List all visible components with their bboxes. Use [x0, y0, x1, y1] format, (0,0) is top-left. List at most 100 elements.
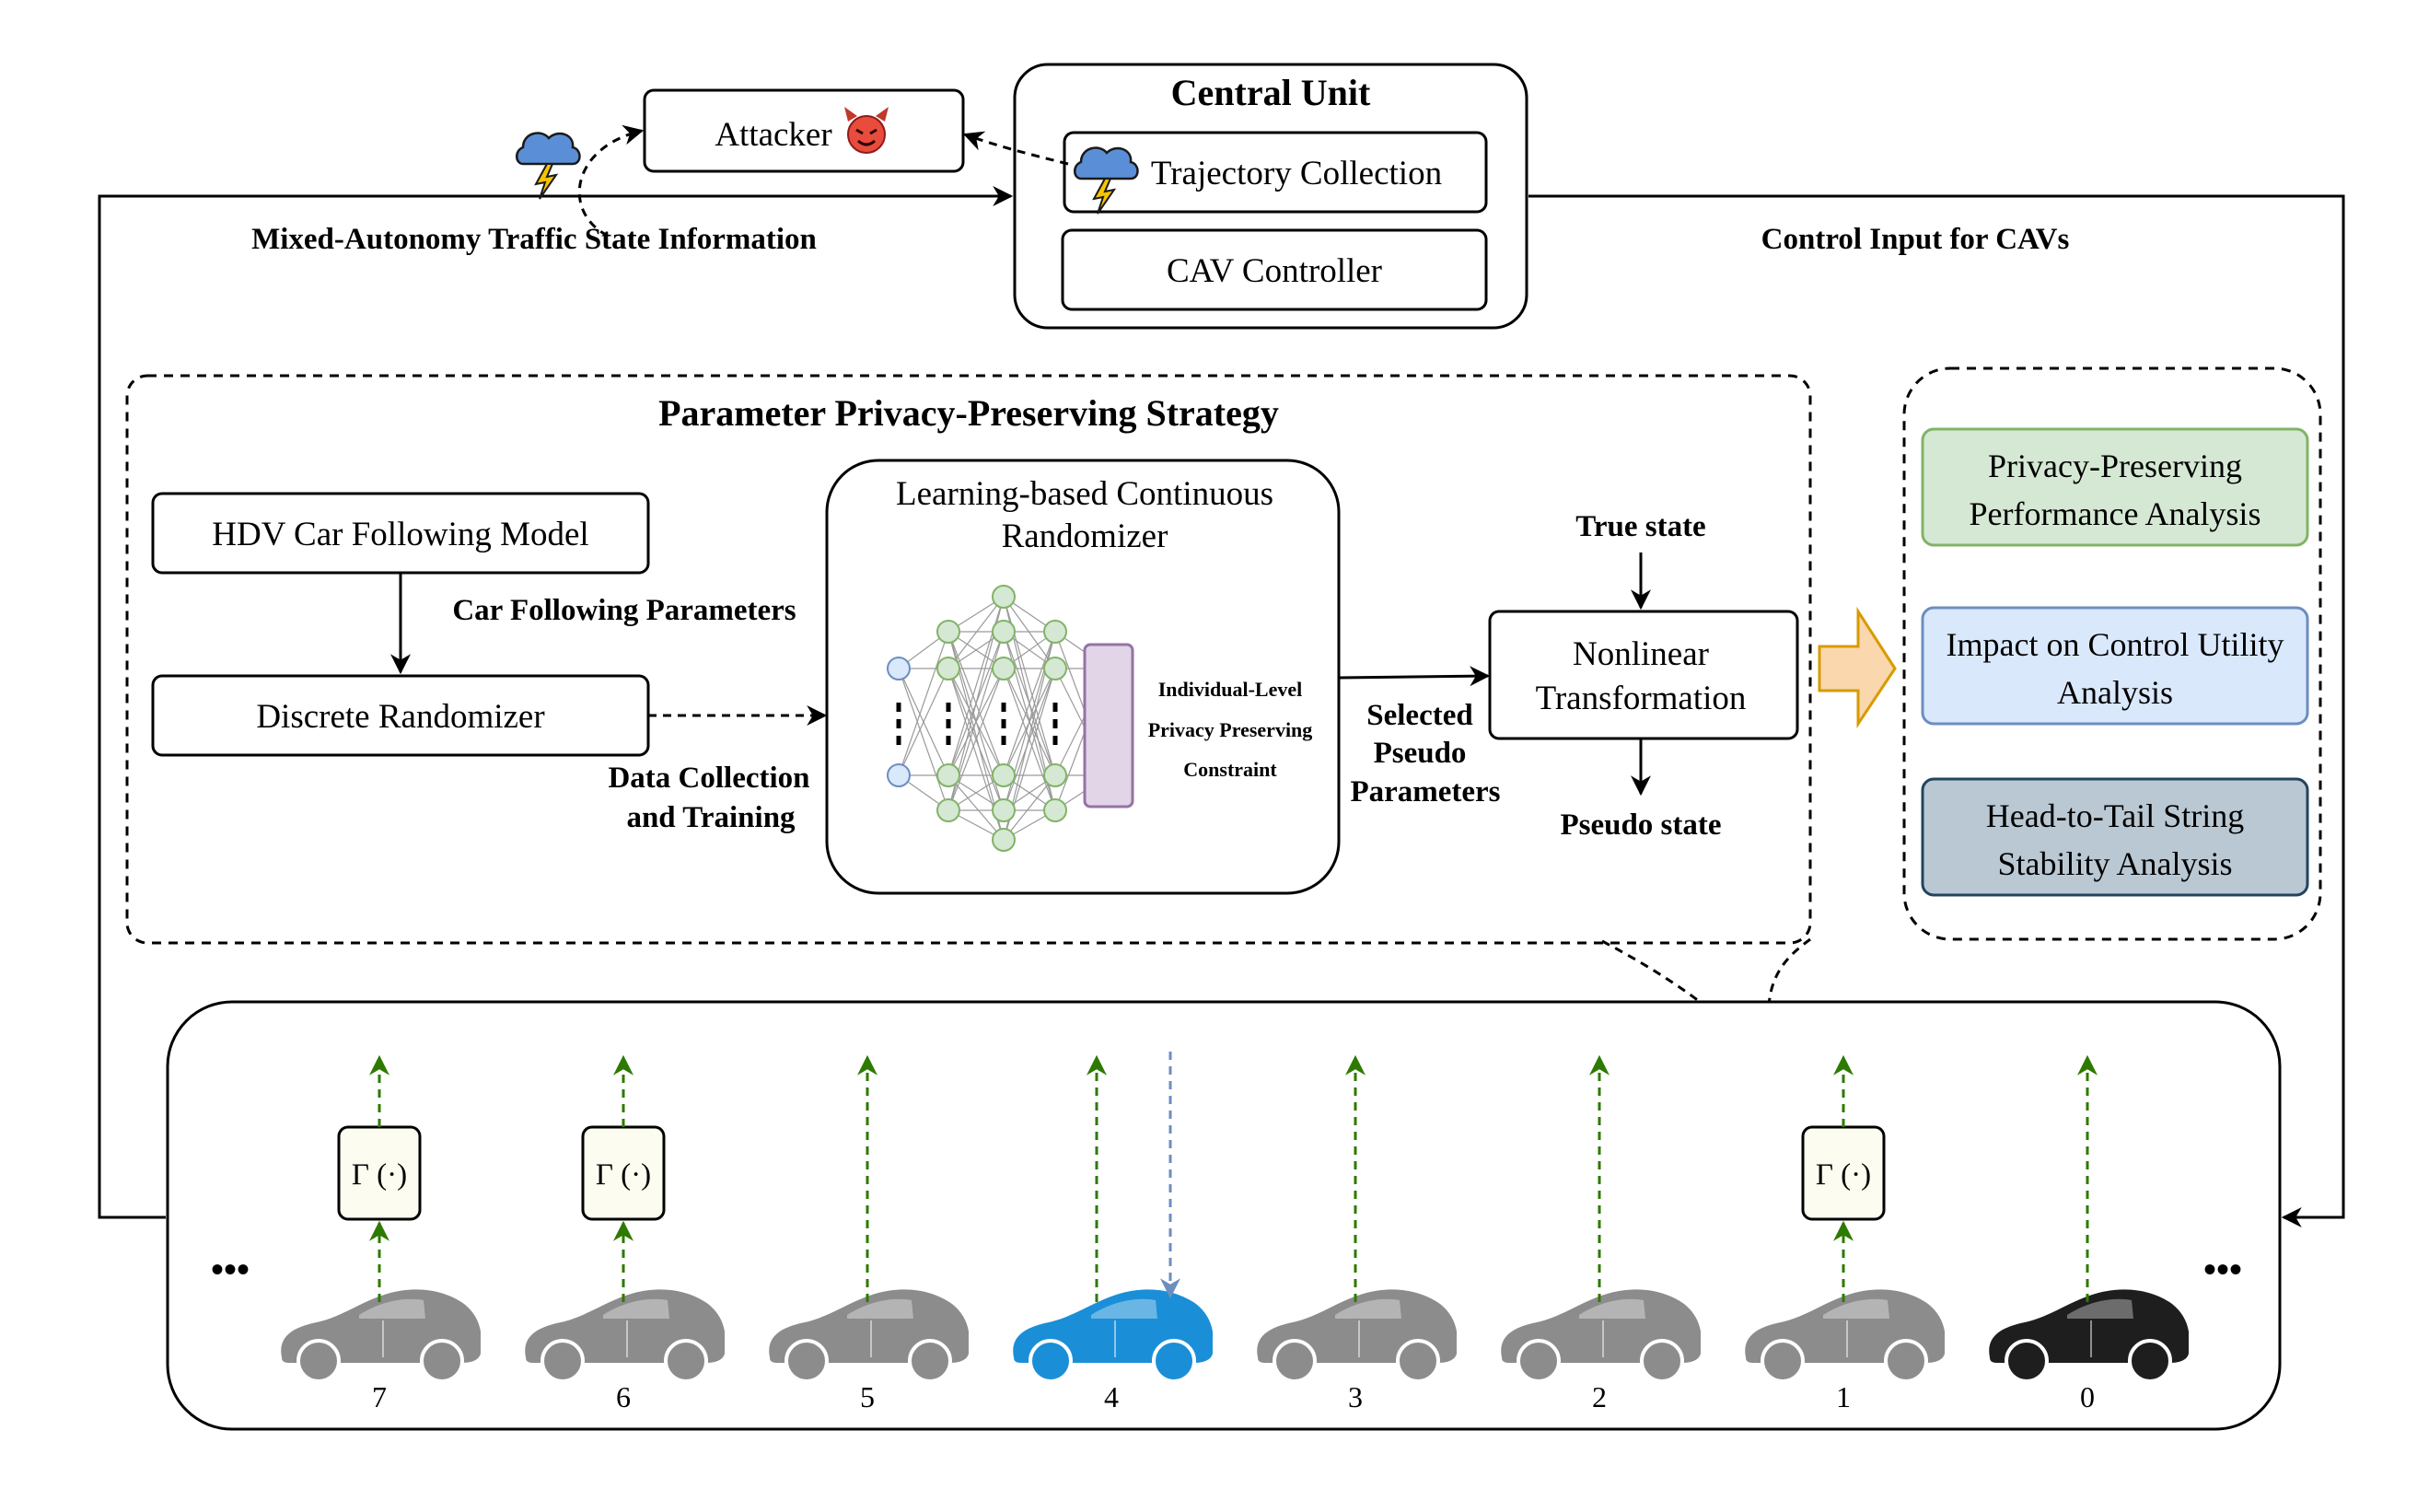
storm-cloud-icon [1074, 146, 1139, 215]
nn-ellipsis-dot [1001, 719, 1006, 728]
pseudo-state-label: Pseudo state [1560, 808, 1721, 842]
analysis-item-label: Stability Analysis [1997, 845, 2232, 882]
vehicle-id-label: 7 [372, 1380, 387, 1413]
ellipsis-left: ••• [211, 1249, 250, 1290]
strategy-title: Parameter Privacy-Preserving Strategy [658, 392, 1279, 434]
nn-ellipsis-dot [1001, 703, 1006, 712]
vehicle-6: 6 Γ (·) [525, 1054, 725, 1413]
trajectory-collection-box [1063, 131, 1488, 214]
nn-edge [947, 668, 1005, 811]
nn-node [992, 585, 1016, 609]
car-icon [1745, 1289, 1945, 1383]
nn-ellipsis-dot [1001, 736, 1006, 745]
vehicle-id-label: 2 [1592, 1380, 1607, 1413]
nn-edge [898, 631, 949, 776]
continuous-randomizer-label-1: Learning-based Continuous [896, 475, 1273, 513]
vehicle-2: 2 [1501, 1054, 1701, 1413]
storm-cloud-icon [516, 132, 581, 200]
nn-node [1043, 657, 1067, 680]
constraint-label-3: Constraint [1183, 758, 1277, 781]
car-icon [769, 1289, 969, 1383]
constraint-label-1: Individual-Level [1158, 678, 1302, 701]
gamma-label: Γ (·) [1816, 1158, 1871, 1192]
analysis-item-label: Impact on Control Utility [1947, 626, 2284, 663]
data-collection-label-2: and Training [626, 801, 796, 834]
nn-ellipsis-dot [1052, 719, 1058, 728]
privacy-constraint-box [1083, 643, 1134, 808]
nn-node [887, 763, 911, 787]
analysis-item-label: Head-to-Tail String [1986, 797, 2244, 834]
vehicle-4: 4 [1013, 1052, 1213, 1413]
hdv-model-label: HDV Car Following Model [212, 516, 588, 553]
nn-node [936, 798, 960, 822]
car-icon [1257, 1289, 1457, 1383]
nn-ellipsis-dot [1052, 736, 1058, 745]
vehicle-7: 7 Γ (·) [281, 1054, 481, 1413]
nn-node [992, 763, 1016, 787]
data-collection-label-1: Data Collection [608, 762, 809, 795]
continuous-randomizer-label-2: Randomizer [1002, 518, 1168, 555]
analysis-box [1902, 366, 2322, 941]
ellipsis-right: ••• [2203, 1249, 2242, 1290]
nn-edge [1003, 631, 1056, 776]
cav-controller-box [1061, 228, 1488, 311]
nn-edge [947, 596, 1005, 669]
state-info-line [98, 186, 1014, 1219]
car-following-params-label: Car Following Parameters [452, 594, 796, 627]
nonlinear-label-2: Transformation [1536, 680, 1747, 717]
car-icon [525, 1289, 725, 1383]
central-unit-title: Central Unit [1171, 72, 1371, 113]
nn-ellipsis-dot [896, 703, 901, 712]
analysis-item-box [1921, 606, 2309, 726]
control-input-line [1528, 194, 2345, 1227]
mixed-autonomy-label: Mixed-Autonomy Traffic State Information [251, 223, 817, 256]
analysis-item-label: Analysis [2057, 674, 2173, 711]
attacker-label: Attacker [715, 116, 831, 154]
nonlinear-transformation-box [1488, 610, 1799, 740]
gamma-label: Γ (·) [596, 1158, 651, 1192]
vehicle-id-label: 6 [616, 1380, 631, 1413]
vehicle-id-label: 1 [1836, 1380, 1851, 1413]
car-icon [1501, 1289, 1701, 1383]
car-icon [1989, 1289, 2189, 1383]
vehicle-5: 5 [769, 1054, 969, 1413]
nn-edge [1003, 668, 1056, 811]
nn-ellipsis-dot [896, 736, 901, 745]
selected-params-arrow [1338, 666, 1491, 687]
nn-ellipsis-dot [946, 719, 951, 728]
true-state-label: True state [1575, 510, 1705, 543]
discrete-randomizer-label: Discrete Randomizer [256, 698, 544, 736]
nn-node [992, 798, 1016, 822]
devil-icon [844, 107, 889, 154]
strategy-box [125, 374, 1812, 945]
nn-ellipsis-dot [946, 703, 951, 712]
trajectory-collection-label: Trajectory Collection [1151, 155, 1442, 192]
callout-line [1767, 937, 1811, 1124]
nn-node [936, 763, 960, 787]
nn-ellipsis-dot [946, 736, 951, 745]
eavesdrop-arrow [577, 124, 645, 238]
selected-label-1: Selected [1366, 699, 1472, 732]
analysis-item-box [1921, 427, 2309, 547]
selected-label-2: Pseudo [1374, 737, 1467, 770]
nn-node [936, 620, 960, 644]
nn-node [887, 657, 911, 680]
vehicle-3: 3 [1257, 1054, 1457, 1413]
gamma-label: Γ (·) [352, 1158, 407, 1192]
selected-label-3: Parameters [1350, 775, 1500, 808]
nn-edge [898, 668, 949, 811]
nn-node [992, 620, 1016, 644]
nn-node [992, 657, 1016, 680]
analysis-item-label: Performance Analysis [1970, 495, 2261, 532]
cav-controller-label: CAV Controller [1167, 252, 1382, 290]
vehicle-id-label: 0 [2080, 1380, 2095, 1413]
nn-ellipsis-dot [1052, 703, 1058, 712]
nn-node [936, 657, 960, 680]
nn-node [1043, 798, 1067, 822]
analysis-arrow [1818, 606, 1897, 728]
analysis-item-label: Privacy-Preserving [1988, 448, 2242, 484]
analysis-item-box [1921, 777, 2309, 897]
